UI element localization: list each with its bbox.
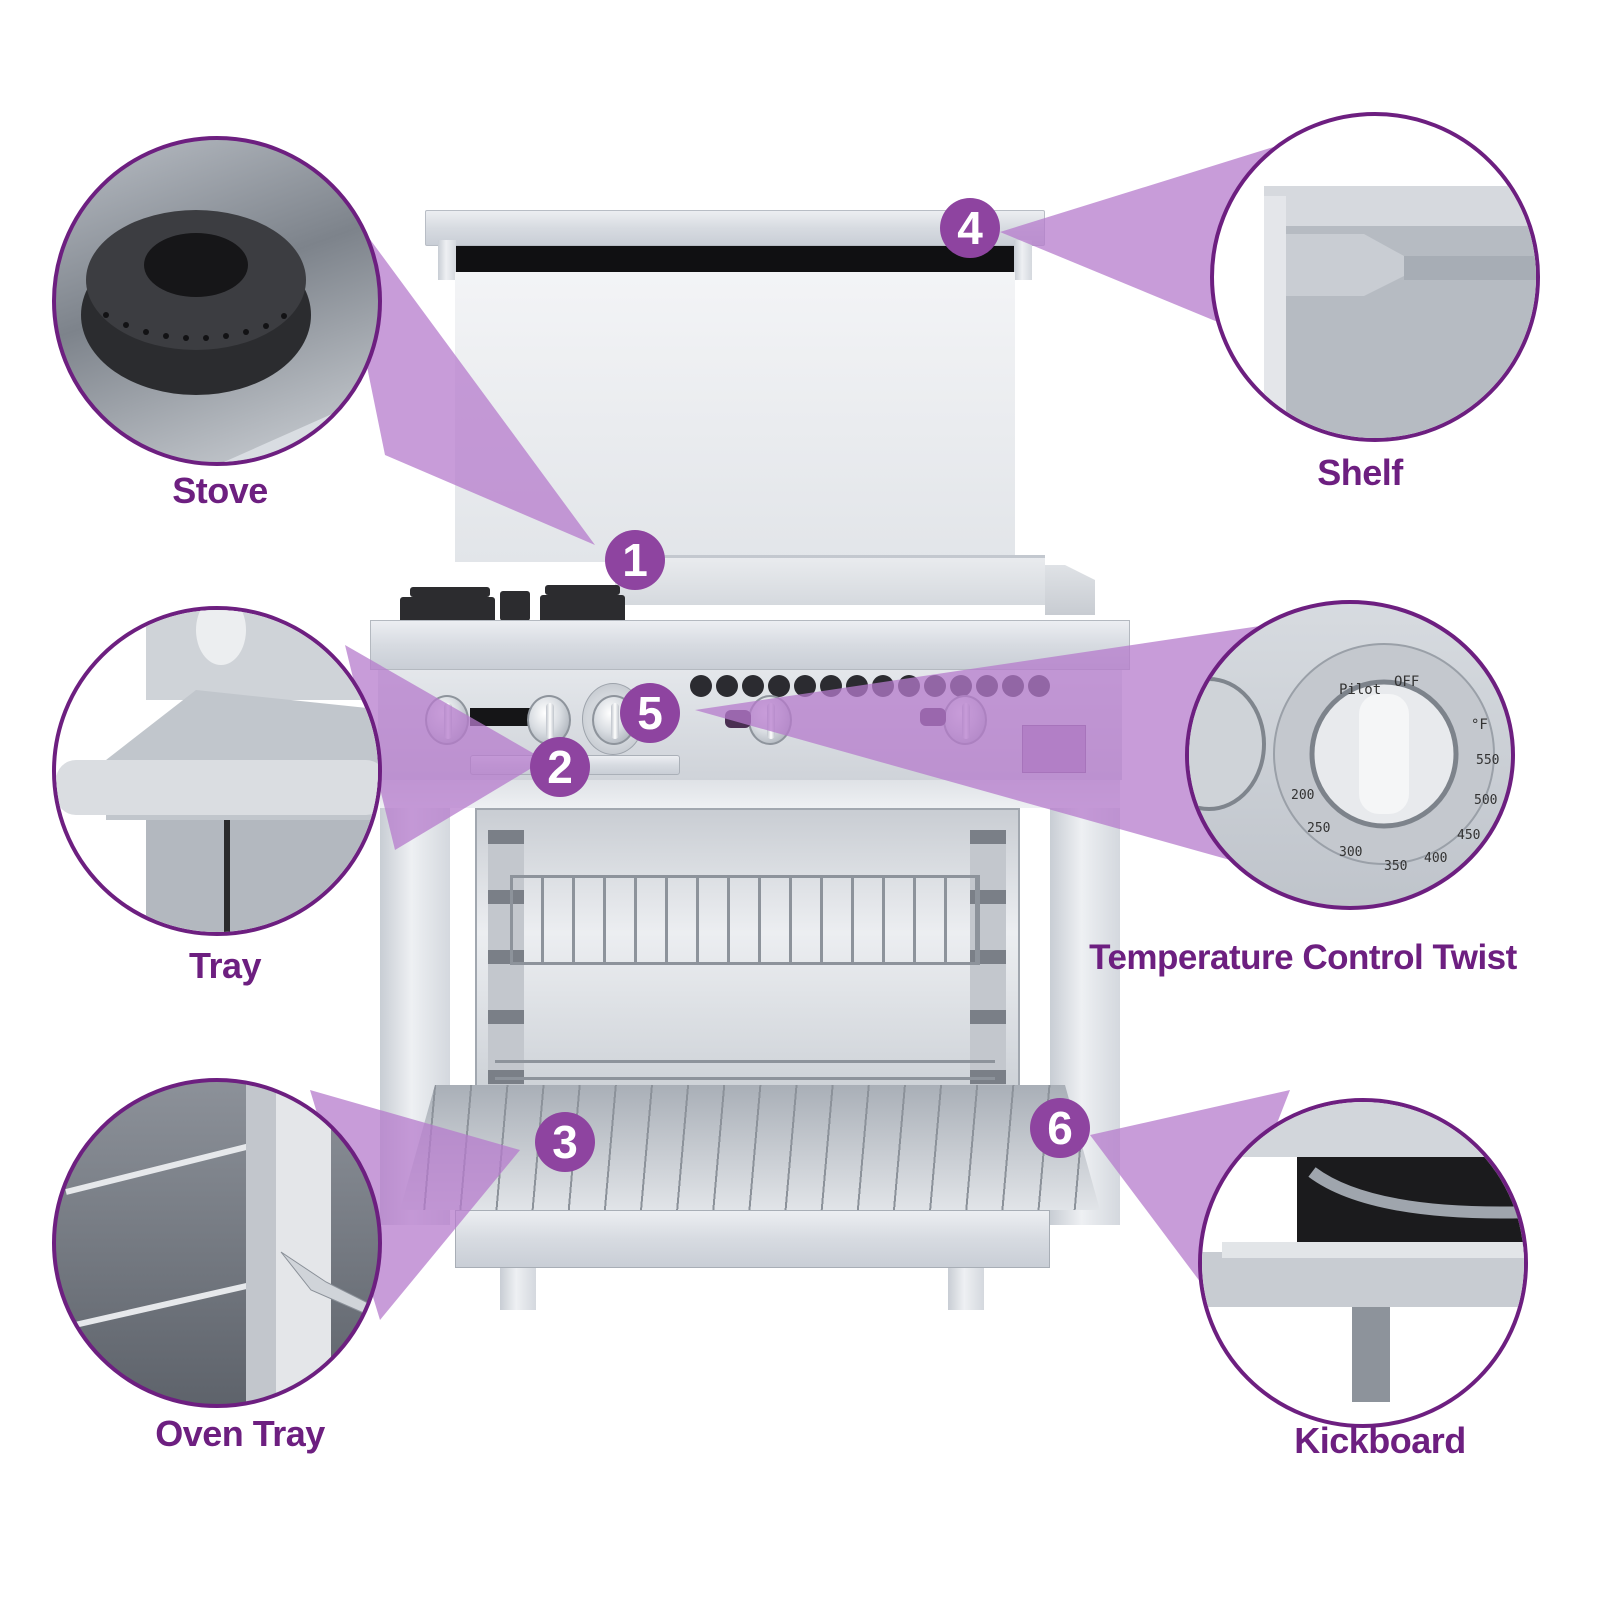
dial-label-500: 500 [1474,793,1497,808]
kickboard-detail-icon [1202,1102,1524,1402]
callout-shelf [1210,112,1540,442]
callout-kickboard [1198,1098,1528,1428]
griddle-surface [615,555,1045,605]
dial-label-pilot: Pilot [1339,682,1381,698]
backsplash [455,272,1015,562]
griddle-knob-1[interactable] [748,695,792,745]
oven-rack-detail-icon [65,1082,377,1404]
callout-tray [52,606,382,936]
dial-label-450: 450 [1457,828,1480,843]
pilot-port-2 [920,708,946,726]
badge-2: 2 [530,737,590,797]
griddle-side-guard [1045,565,1095,615]
leg-left [500,1268,536,1310]
oven-door-open[interactable] [400,1085,1100,1210]
badge-1: 1 [605,530,665,590]
grease-box [1022,725,1086,773]
dial-label-250: 250 [1307,821,1330,836]
badge-5: 5 [620,683,680,743]
dial-label-200: 200 [1291,788,1314,803]
burner-grates [400,585,625,625]
thermostat-dial-icon: Pilot OFF °F 550 500 450 400 350 300 250… [1189,643,1499,874]
callout-oven-tray [52,1078,382,1408]
tray-detail-icon [56,610,378,932]
front-rail [370,620,1130,670]
shelf-bracket-right [1014,240,1032,280]
dial-label-400: 400 [1424,851,1447,866]
gas-range [370,200,1130,1320]
oven-rack-upper[interactable] [510,875,980,965]
door-handle-panel[interactable] [455,1210,1050,1268]
shelf-detail-icon [1264,186,1536,438]
dial-label-550: 550 [1476,753,1499,768]
badge-4: 4 [940,198,1000,258]
leg-right [948,1268,984,1310]
oven-rack-lower[interactable] [495,1060,995,1080]
dial-label-off: OFF [1394,674,1419,690]
cabinet-top-band [380,780,1120,808]
shelf-bracket-left [438,240,456,280]
pilot-port-1 [725,710,751,728]
label-stove: Stove [172,470,268,511]
badge-6: 6 [1030,1098,1090,1158]
label-kickboard: Kickboard [1294,1420,1466,1461]
dial-label-f: °F [1471,717,1488,733]
igniter-slot [470,708,530,726]
dial-label-350: 350 [1384,859,1407,874]
callout-temperature-control: Pilot OFF °F 550 500 450 400 350 300 250… [1185,600,1515,910]
label-tray: Tray [188,945,262,986]
callout-stove [52,136,382,466]
shelf-slot [455,246,1015,272]
griddle-knob-2[interactable] [943,695,987,745]
label-temperature-control: Temperature Control Twist [1089,938,1517,977]
badge-3: 3 [535,1112,595,1172]
label-shelf: Shelf [1317,452,1403,493]
label-oven-tray: Oven Tray [155,1413,325,1454]
dial-label-300: 300 [1339,845,1362,860]
burner-knob-1[interactable] [425,695,469,745]
burner-ring-icon [81,210,378,462]
